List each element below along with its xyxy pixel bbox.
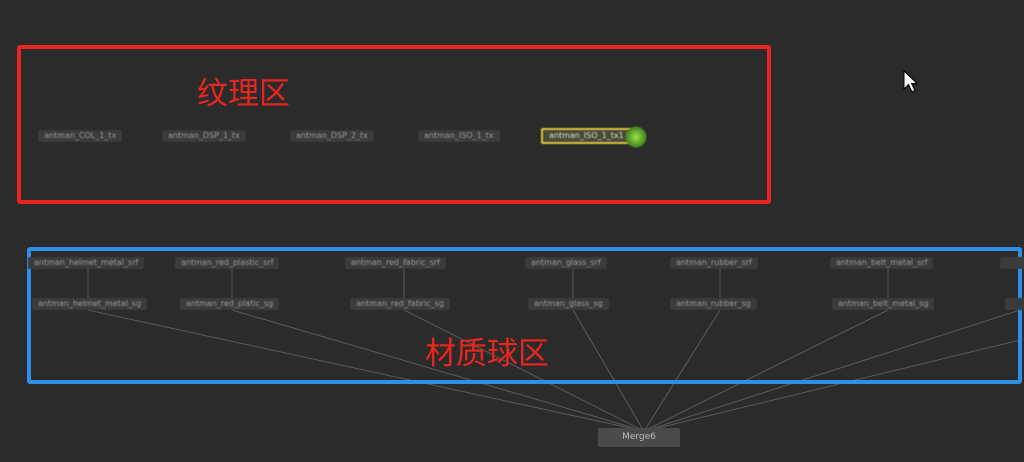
- material-zone-box: [27, 247, 1022, 384]
- shading-group-node[interactable]: antman_red_platic_sg: [180, 298, 280, 310]
- surface-node[interactable]: antman_glass_srf: [525, 257, 607, 269]
- shading-group-node[interactable]: antman_rubber_sg: [670, 298, 757, 310]
- shading-group-node[interactable]: antman_helmet_metal_sg: [32, 298, 148, 310]
- texture-node[interactable]: antman_DSP_1_tx: [162, 130, 246, 142]
- texture-node[interactable]: antman_ISO_1_tx: [418, 130, 500, 142]
- shading-group-node[interactable]: antman_glass_sg: [528, 298, 609, 310]
- texture-zone-label: 纹理区: [197, 76, 290, 112]
- texture-node[interactable]: antman_COL_1_tx: [38, 130, 123, 142]
- material-zone-label: 材质球区: [425, 336, 549, 372]
- surface-node[interactable]: antman_red_fabric_srf: [345, 257, 446, 269]
- merge-node[interactable]: Merge6: [598, 428, 680, 447]
- shading-group-node[interactable]: antman_red_fabric_sg: [350, 298, 450, 310]
- shading-group-node-partial[interactable]: [1005, 298, 1024, 310]
- surface-node[interactable]: antman_belt_metal_srf: [830, 257, 934, 269]
- surface-node[interactable]: antman_red_plastic_srf: [175, 257, 280, 269]
- texture-zone-box: [17, 45, 771, 204]
- surface-node-partial[interactable]: [1000, 257, 1024, 269]
- mouse-cursor-icon: [903, 70, 919, 93]
- surface-node[interactable]: antman_rubber_srf: [670, 257, 758, 269]
- shading-group-node[interactable]: antman_belt_metal_sg: [832, 298, 935, 310]
- texture-node-selected[interactable]: antman_ISO_1_tx1: [541, 128, 632, 144]
- texture-node[interactable]: antman_DSP_2_tx: [290, 130, 374, 142]
- cursor-highlight: [625, 126, 647, 148]
- surface-node[interactable]: antman_helmet_metal_srf: [28, 257, 145, 269]
